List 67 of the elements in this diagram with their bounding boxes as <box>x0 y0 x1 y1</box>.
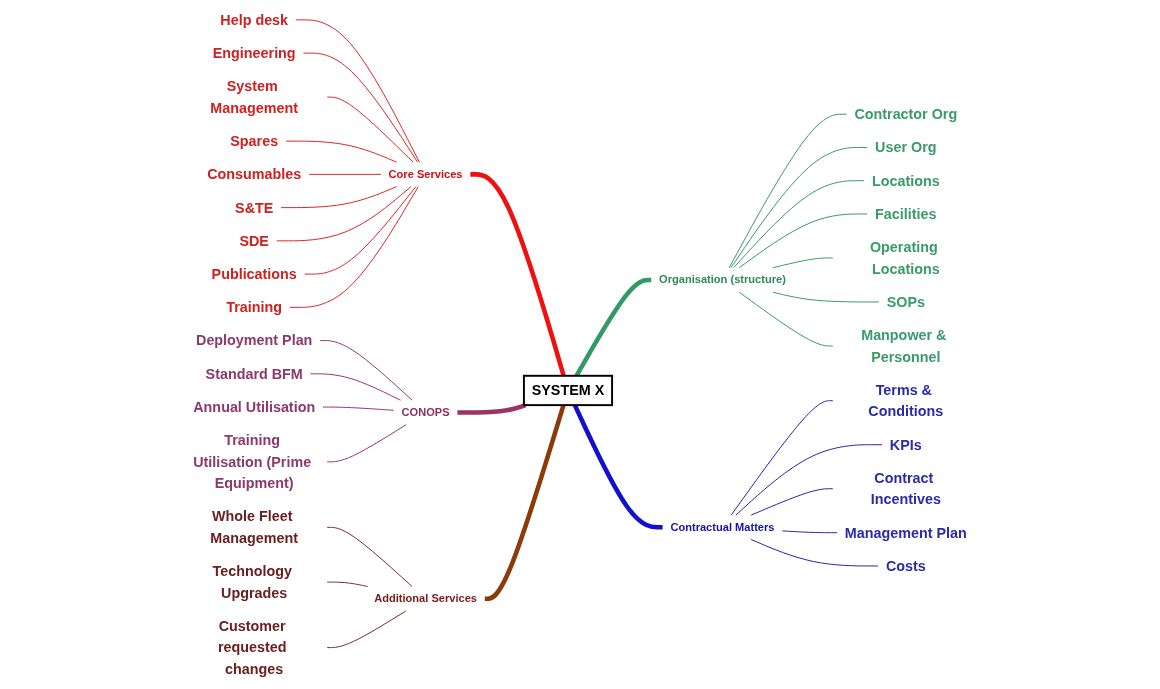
node-text: Additional Services <box>374 592 477 605</box>
connector <box>326 581 369 587</box>
node-text: Facilities <box>875 205 937 223</box>
node-text: Terms & Conditions <box>868 381 944 420</box>
connector <box>730 147 868 269</box>
connector <box>772 257 834 269</box>
connector <box>572 404 663 530</box>
connector <box>738 213 868 269</box>
node-text: Training <box>226 299 283 316</box>
connector <box>735 444 883 516</box>
node-text: System Management <box>210 78 299 117</box>
node-text: SDE <box>239 232 269 249</box>
connector <box>457 402 527 415</box>
node-text: Manpower & Personnel <box>861 327 947 365</box>
node-text: Deployment Plan <box>196 332 313 349</box>
connector <box>322 406 395 411</box>
node-text: Spares <box>230 132 279 150</box>
connector <box>781 530 838 534</box>
connector <box>738 291 834 347</box>
node-text: CONOPS <box>401 406 450 419</box>
connector <box>280 186 398 209</box>
connector <box>326 96 414 163</box>
node-text: Core Services <box>388 168 463 181</box>
connector <box>304 186 417 275</box>
connector <box>730 400 834 516</box>
connector <box>285 140 398 163</box>
connector <box>310 373 402 401</box>
node-text: User Org <box>875 139 937 156</box>
connector <box>728 113 848 269</box>
connector <box>733 180 865 269</box>
node-text: Contract Incentives <box>870 469 941 508</box>
node-text: Training Utilisation (Prime Equipment) <box>193 432 312 492</box>
node-text: Annual Utilisation <box>193 398 316 416</box>
node-text: Standard BFM <box>205 365 303 382</box>
node-text: SOPs <box>886 293 925 311</box>
connector <box>326 610 407 649</box>
connector <box>484 404 566 601</box>
node-text: Contractual Matters <box>670 520 775 534</box>
node-box: SYSTEM X <box>522 374 614 407</box>
node-text: Publications <box>211 265 297 283</box>
node-text: Organisation (structure) <box>659 273 786 286</box>
node-text: Customer requested changes <box>217 617 287 678</box>
node-text: Help desk <box>220 11 289 29</box>
connector <box>295 19 420 163</box>
connector <box>574 277 652 377</box>
connector <box>750 539 879 567</box>
node-text: Management Plan <box>844 524 967 541</box>
node-text: Whole Fleet Management <box>210 508 299 547</box>
node-text: Consumables <box>207 166 302 183</box>
connector <box>308 173 382 175</box>
connector <box>326 526 413 587</box>
connector <box>326 424 407 463</box>
connector <box>772 291 880 303</box>
node-text: Engineering <box>212 44 296 62</box>
node-text: KPIs <box>889 436 922 453</box>
node-text: Locations <box>871 172 940 189</box>
node-text: Technology Upgrades <box>212 563 292 601</box>
node-text: Operating Locations <box>869 239 940 277</box>
node-text: Contractor Org <box>854 106 958 123</box>
connector <box>276 186 412 242</box>
connector <box>750 488 834 516</box>
node-text: Costs <box>885 557 926 575</box>
connector <box>319 340 413 401</box>
connector <box>302 52 419 163</box>
connector <box>470 172 566 377</box>
node-text: S&TE <box>235 199 274 216</box>
connector <box>289 186 419 308</box>
